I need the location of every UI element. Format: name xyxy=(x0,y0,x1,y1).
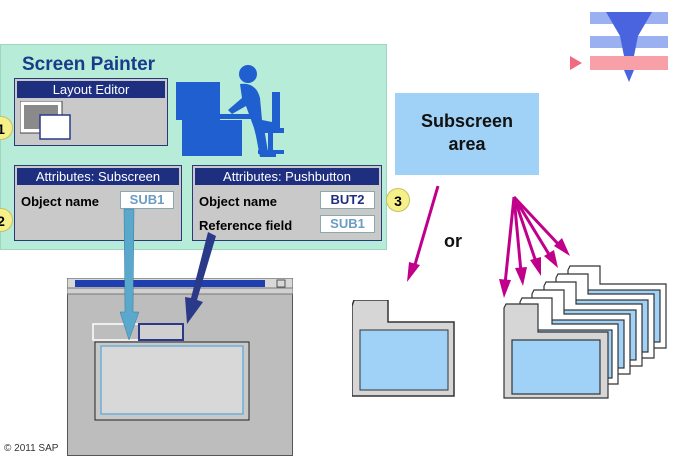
subscreen-area-line1: Subscreen xyxy=(420,111,514,131)
subscreen-area-label: Subscreen area xyxy=(395,110,539,156)
attributes-subscreen-panel: Attributes: Subscreen xyxy=(14,165,182,241)
navigation-funnel-icon xyxy=(570,12,668,82)
subscreen-object-name-field[interactable]: SUB1 xyxy=(120,191,174,209)
layout-editor-window-icon xyxy=(20,101,71,140)
pushbutton-reference-field-field[interactable]: SUB1 xyxy=(320,215,375,233)
screen-window-mockup-drawing xyxy=(67,278,293,421)
pushbutton-reference-field-label: Reference field xyxy=(199,218,293,233)
pushbutton-object-name-field[interactable]: BUT2 xyxy=(320,191,375,209)
copyright-text: © 2011 SAP xyxy=(4,443,59,454)
single-subscreen-folder-icon xyxy=(352,300,455,397)
attributes-subscreen-title: Attributes: Subscreen xyxy=(17,168,179,185)
step-badge-3: 3 xyxy=(386,188,410,212)
attributes-pushbutton-title: Attributes: Pushbutton xyxy=(195,168,379,185)
subscreen-object-name-label: Object name xyxy=(21,194,100,209)
multiple-subscreen-folders-icon xyxy=(503,265,667,399)
subscreen-area-line2: area xyxy=(448,134,486,154)
person-at-computer-icon xyxy=(176,65,284,157)
screen-painter-title: Screen Painter xyxy=(22,54,156,75)
layout-editor-title: Layout Editor xyxy=(17,81,165,98)
or-label: or xyxy=(444,231,462,251)
pushbutton-object-name-label: Object name xyxy=(199,194,278,209)
subscreen-area-box xyxy=(395,93,539,175)
